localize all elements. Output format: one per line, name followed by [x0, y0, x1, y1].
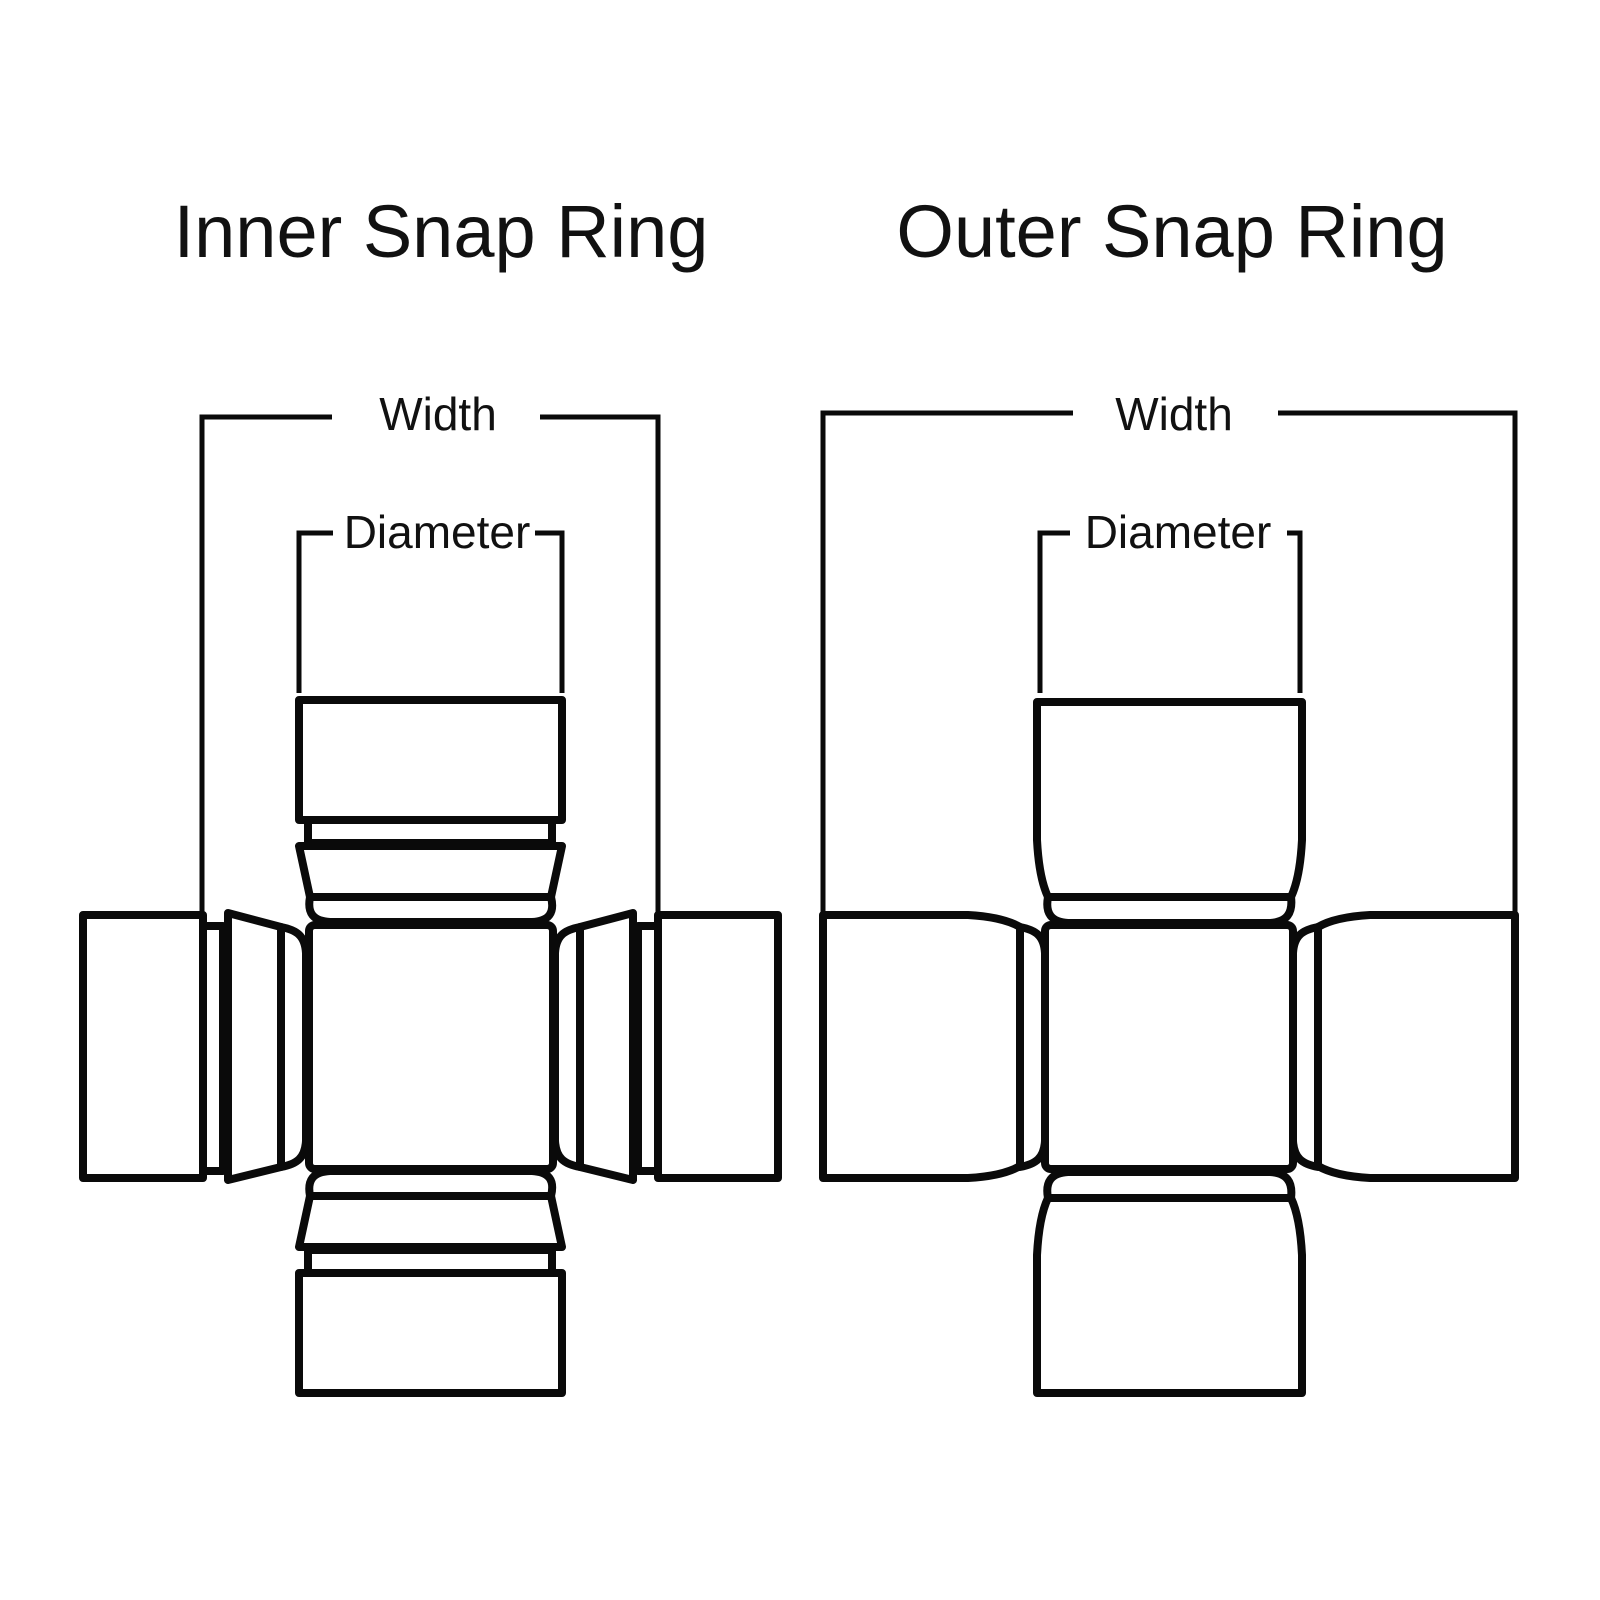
inner-left-trunnion-foot	[277, 923, 310, 1171]
inner-right-trunnion-foot	[551, 923, 584, 1171]
outer-center-block	[1041, 921, 1297, 1173]
inner-center-block	[305, 921, 557, 1173]
outer-left-trunnion-foot	[1016, 923, 1049, 1171]
inner-diameter-bracket-line	[296, 530, 565, 693]
inner-width-dimension: Width	[199, 388, 661, 913]
inner-cross-drawing	[79, 696, 782, 1397]
inner-width-bracket-line	[199, 414, 661, 913]
outer-bottom-trunnion-foot	[1043, 1168, 1296, 1202]
outer-left-bearing-cap	[819, 911, 1024, 1182]
outer-top-bearing-cap	[1033, 698, 1306, 901]
inner-right-snap-ring-groove	[634, 922, 662, 1175]
inner-left-bearing-cap	[79, 911, 207, 1182]
inner-diameter-label: Diameter	[344, 506, 531, 558]
outer-width-bracket-line	[820, 410, 1518, 913]
outer-diameter-dimension: Diameter	[1037, 506, 1303, 693]
inner-diameter-dimension: Diameter	[296, 506, 565, 693]
inner-bottom-seal-flare	[295, 1192, 566, 1251]
inner-left-seal-flare	[224, 909, 285, 1184]
outer-diameter-label: Diameter	[1085, 506, 1272, 558]
outer-snap-ring-diagram: Outer Snap Ring Width Diameter	[819, 190, 1519, 1397]
outer-top-trunnion-foot	[1043, 893, 1296, 927]
inner-bottom-trunnion-foot	[305, 1167, 557, 1200]
inner-snap-ring-diagram: Inner Snap Ring Width Diameter	[79, 190, 782, 1397]
outer-right-bearing-cap	[1314, 911, 1519, 1182]
inner-top-trunnion-foot	[305, 893, 557, 926]
inner-right-seal-flare	[576, 909, 637, 1184]
outer-bottom-bearing-cap	[1033, 1194, 1306, 1397]
inner-bottom-bearing-cap	[295, 1269, 566, 1397]
outer-diagram-title: Outer Snap Ring	[896, 190, 1447, 273]
inner-top-bearing-cap	[295, 696, 566, 824]
inner-diagram-title: Inner Snap Ring	[174, 190, 709, 273]
outer-cross-drawing	[819, 698, 1519, 1397]
inner-top-snap-ring-groove	[304, 816, 556, 847]
inner-top-seal-flare	[295, 842, 566, 901]
inner-left-snap-ring-groove	[199, 922, 227, 1175]
outer-width-label: Width	[1115, 388, 1233, 440]
outer-diameter-bracket-line	[1037, 530, 1303, 693]
outer-width-dimension: Width	[820, 388, 1518, 913]
inner-right-bearing-cap	[654, 911, 782, 1182]
outer-right-trunnion-foot	[1289, 923, 1322, 1171]
inner-bottom-snap-ring-groove	[304, 1246, 556, 1277]
inner-width-label: Width	[379, 388, 497, 440]
